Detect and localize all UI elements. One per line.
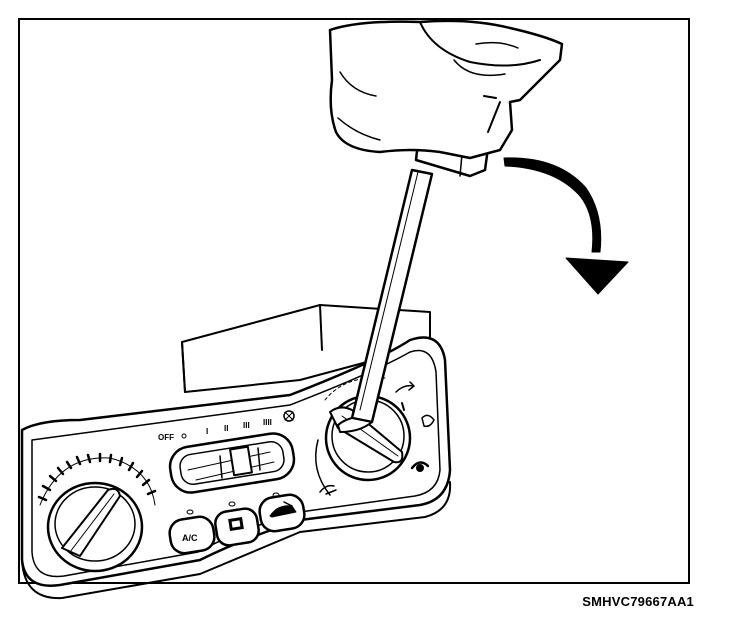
screwdriver-icon	[337, 140, 490, 433]
hand-icon	[328, 19, 564, 160]
ac-button	[168, 515, 216, 555]
fan-label-4: IIII	[263, 418, 272, 427]
floor-icon	[319, 484, 337, 495]
fresh-air-icon	[269, 501, 297, 518]
temperature-knob	[37, 452, 157, 573]
ac-button-label: A/C	[182, 533, 198, 543]
fan-icon	[283, 410, 295, 422]
curved-arrow-icon	[503, 157, 629, 295]
fan-label-off: OFF	[158, 433, 174, 442]
fan-label-3: III	[243, 421, 250, 430]
fan-label-1: I	[206, 427, 208, 436]
defrost-icon	[410, 414, 435, 472]
fan-speed-slider	[168, 432, 296, 494]
fan-label-2: II	[224, 424, 228, 433]
figure-code: SMHVC79667AA1	[582, 594, 694, 609]
button-row: A/C	[168, 492, 306, 555]
fan-speed-labels: OFF I II III IIII	[158, 410, 295, 442]
rear-defrost-icon	[228, 516, 244, 532]
vent-icon	[395, 381, 415, 393]
